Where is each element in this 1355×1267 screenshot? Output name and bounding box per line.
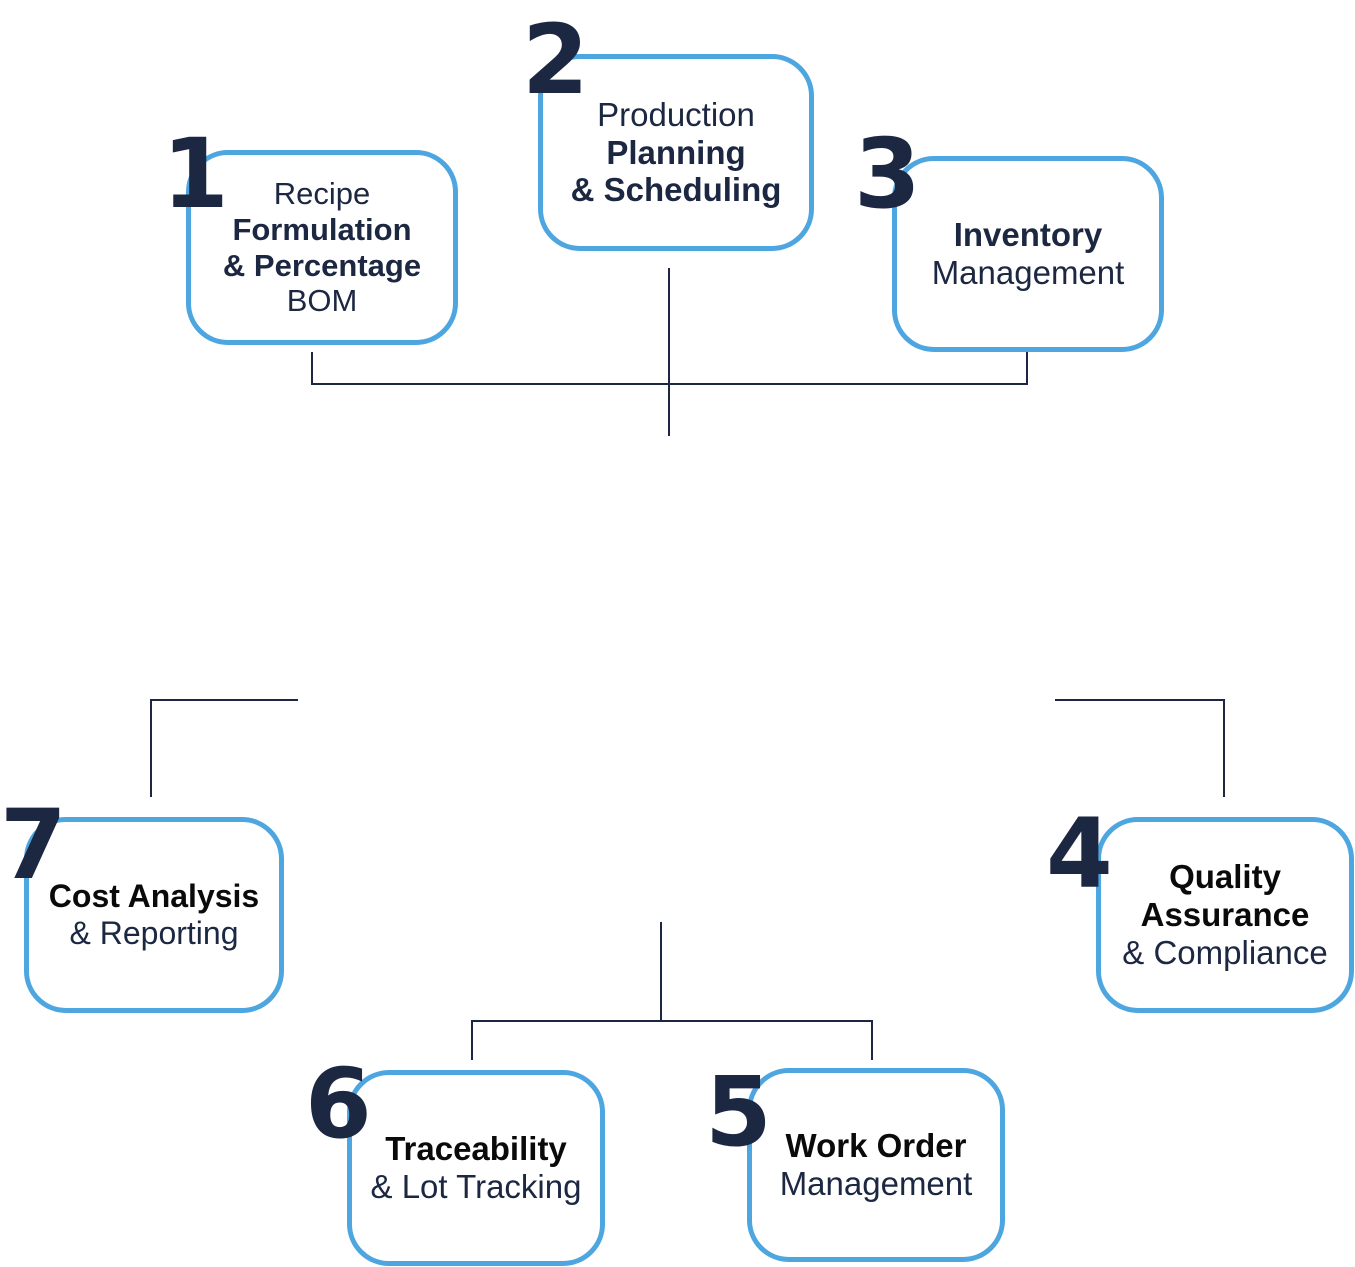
node-inventory-management: Inventory Management <box>892 156 1164 352</box>
connector-bottom-bracket <box>471 1020 873 1060</box>
node-line: & Percentage <box>222 247 422 283</box>
node-cost-analysis: Cost Analysis & Reporting <box>24 817 284 1013</box>
step-number: 6 <box>305 1048 372 1160</box>
node-box: Inventory Management <box>892 156 1164 352</box>
node-line: Production <box>597 95 755 133</box>
node-line: & Compliance <box>1122 933 1328 971</box>
node-traceability: Traceability & Lot Tracking <box>347 1070 605 1266</box>
node-line: Work Order <box>785 1127 967 1165</box>
node-line: BOM <box>286 283 358 319</box>
step-number: 4 <box>1046 798 1113 910</box>
node-line: & Scheduling <box>570 171 782 209</box>
connector-left-elbow <box>150 699 298 797</box>
step-number: 1 <box>162 118 229 230</box>
connector-right-elbow <box>1055 699 1225 797</box>
node-work-order-management: Work Order Management <box>747 1068 1005 1262</box>
node-line: & Lot Tracking <box>370 1168 582 1205</box>
node-box: Quality Assurance & Compliance <box>1096 817 1354 1013</box>
node-production-planning: Production Planning & Scheduling <box>538 54 814 251</box>
node-line: Recipe <box>273 176 371 212</box>
node-box: Traceability & Lot Tracking <box>347 1070 605 1266</box>
node-line: Traceability <box>385 1130 567 1168</box>
node-line: Assurance <box>1140 896 1310 934</box>
node-box: Work Order Management <box>747 1068 1005 1262</box>
step-number: 2 <box>522 4 589 116</box>
node-line: Formulation <box>232 211 412 247</box>
node-line: Inventory <box>953 216 1103 254</box>
node-line: Quality <box>1169 858 1281 896</box>
node-quality-assurance: Quality Assurance & Compliance <box>1096 817 1354 1013</box>
node-line: Management <box>931 254 1125 291</box>
step-number: 5 <box>705 1056 772 1168</box>
node-line: & Reporting <box>69 915 239 951</box>
step-number: 3 <box>854 118 921 230</box>
node-line: Cost Analysis <box>48 878 260 915</box>
node-box: Production Planning & Scheduling <box>538 54 814 251</box>
node-box: Recipe Formulation & Percentage BOM <box>186 150 458 345</box>
node-box: Cost Analysis & Reporting <box>24 817 284 1013</box>
node-recipe-formulation: Recipe Formulation & Percentage BOM <box>186 150 458 345</box>
step-number: 7 <box>0 789 67 901</box>
node-line: Management <box>779 1165 973 1202</box>
node-line: Planning <box>606 133 746 171</box>
